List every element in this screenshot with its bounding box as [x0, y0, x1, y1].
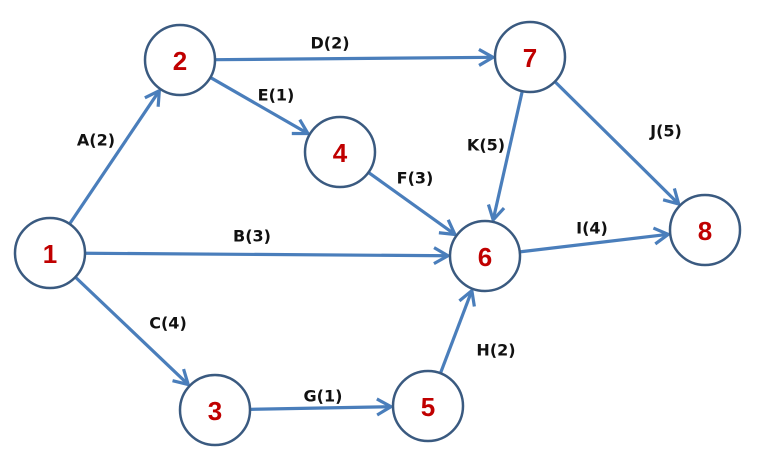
arrowhead-icon	[291, 118, 311, 136]
node-label: 4	[333, 138, 348, 168]
arrowhead-icon	[458, 287, 476, 307]
node-3: 3	[178, 373, 252, 447]
node-label: 3	[208, 396, 222, 426]
node-circle	[143, 23, 217, 97]
arrowhead-icon	[486, 204, 506, 224]
edge-label-H: H(2)	[476, 341, 515, 360]
node-circle	[448, 219, 522, 293]
edge-line-C	[74, 275, 190, 386]
edge-E	[209, 76, 311, 136]
nodes-layer: 1 2 3 4 5 6 7 8	[13, 20, 742, 447]
edge-label-G: G(1)	[304, 387, 343, 406]
node-circle	[493, 20, 567, 94]
arrowhead-icon	[438, 219, 458, 237]
edge-label-J: J(5)	[649, 122, 682, 141]
arrowhead-icon	[652, 226, 672, 246]
arrowhead-icon	[144, 88, 162, 107]
edge-label-B: B(3)	[233, 227, 271, 246]
edge-line-H	[438, 290, 474, 374]
edge-G	[249, 397, 395, 417]
edge-line-K	[491, 90, 524, 221]
edge-line-J	[553, 80, 680, 206]
node-label: 5	[421, 392, 435, 422]
arrowhead-icon	[478, 48, 497, 67]
edge-label-C: C(4)	[149, 314, 187, 333]
edge-label-D: D(2)	[310, 34, 349, 53]
edge-B	[84, 246, 452, 266]
arrowhead-icon	[662, 188, 681, 207]
node-circle	[391, 369, 465, 443]
edge-label-I: I(4)	[576, 219, 608, 238]
node-circle	[13, 216, 87, 290]
node-2: 2	[143, 23, 217, 97]
edge-label-E: E(1)	[258, 86, 295, 105]
node-label: 7	[523, 43, 537, 73]
edge-line-B	[84, 251, 449, 258]
arrowhead-icon	[172, 368, 191, 387]
node-label: 6	[478, 242, 492, 272]
node-label: 8	[698, 216, 712, 246]
node-8: 8	[668, 193, 742, 267]
edge-line-I	[519, 232, 669, 254]
node-circle	[178, 373, 252, 447]
node-1: 1	[13, 216, 87, 290]
edge-C	[74, 275, 191, 387]
edge-J	[553, 80, 681, 207]
edge-label-K: K(5)	[467, 136, 505, 155]
node-6: 6	[448, 219, 522, 293]
edge-F	[367, 171, 458, 237]
edge-line-F	[367, 171, 456, 236]
node-4: 4	[303, 115, 377, 189]
edge-I	[519, 226, 672, 254]
arrowhead-icon	[376, 397, 395, 417]
node-7: 7	[493, 20, 567, 94]
edge-A	[68, 88, 162, 225]
edge-H	[438, 287, 476, 374]
node-label: 2	[173, 46, 187, 76]
edge-label-A: A(2)	[77, 131, 115, 150]
arrowhead-icon	[433, 246, 452, 266]
edge-line-G	[249, 405, 392, 411]
edge-line-D	[214, 55, 494, 62]
node-label: 1	[43, 239, 57, 269]
edge-line-E	[209, 76, 309, 135]
edge-D	[214, 48, 497, 67]
edge-label-F: F(3)	[397, 169, 434, 188]
node-circle	[303, 115, 377, 189]
edge-labels-layer: A(2) B(3) C(4) D(2) E(1) F(3) G(1) H(2) I(4) J(5)…	[77, 34, 682, 406]
edge-K	[486, 90, 524, 224]
node-circle	[668, 193, 742, 267]
edge-line-A	[68, 89, 161, 225]
node-5: 5	[391, 369, 465, 443]
edges-layer	[68, 48, 681, 417]
